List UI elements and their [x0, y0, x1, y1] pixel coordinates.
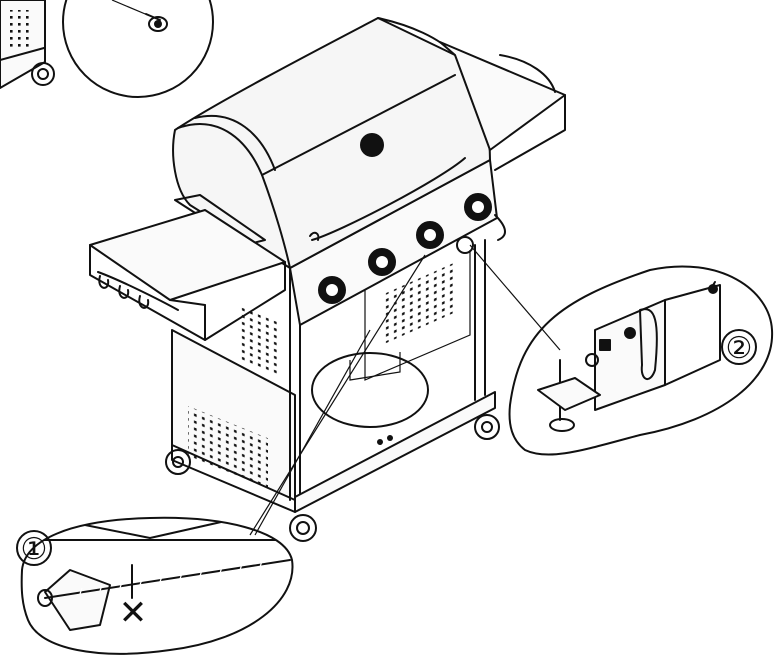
callout-1-detail: ✕ ①	[16, 516, 294, 655]
wrong-mark: ✕	[119, 593, 148, 633]
callout-2-detail: ②	[508, 265, 774, 456]
leader-lines	[249, 244, 561, 536]
top-zoom-circle	[62, 0, 214, 98]
control-knobs	[318, 193, 492, 304]
wheel-front-center	[289, 514, 317, 542]
grill-body	[89, 17, 566, 542]
wheel-front-left	[165, 449, 191, 475]
callout-1-number: ①	[21, 533, 48, 566]
callout-2-number: ②	[726, 332, 753, 365]
wheel-front-right	[474, 414, 500, 440]
top-left-cart-fragment	[0, 0, 55, 89]
left-shelf-hooks	[97, 271, 179, 311]
